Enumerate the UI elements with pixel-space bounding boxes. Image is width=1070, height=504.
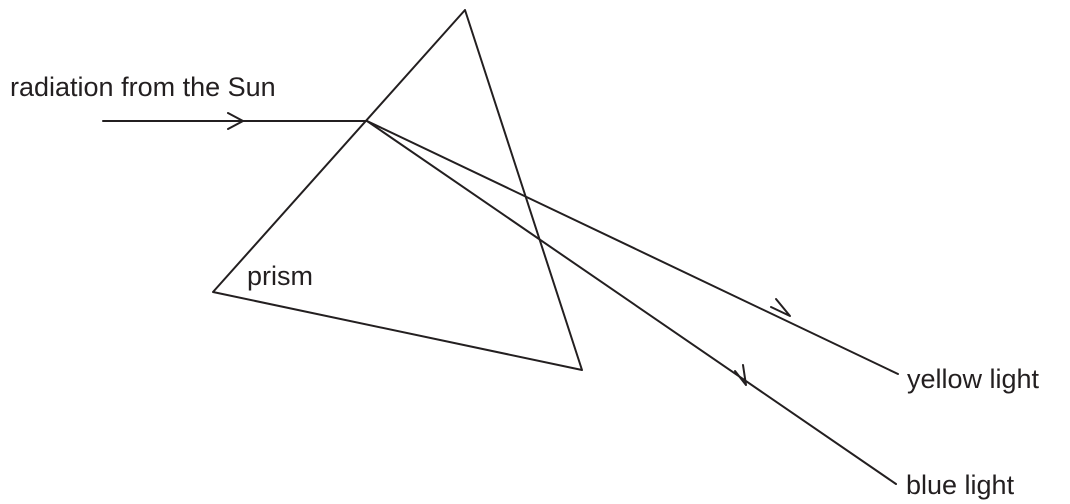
source-label: radiation from the Sun [10, 72, 276, 102]
incident-arrowhead [227, 112, 244, 130]
yellow-arrowhead [770, 298, 791, 317]
yellow-light-label: yellow light [907, 364, 1040, 394]
prism-label: prism [247, 261, 313, 291]
prism-triangle [212, 9, 583, 371]
blue-arrowhead [734, 364, 747, 386]
blue-light-label: blue light [906, 470, 1015, 500]
blue-light-ray [366, 120, 897, 485]
yellow-light-ray [366, 120, 899, 375]
